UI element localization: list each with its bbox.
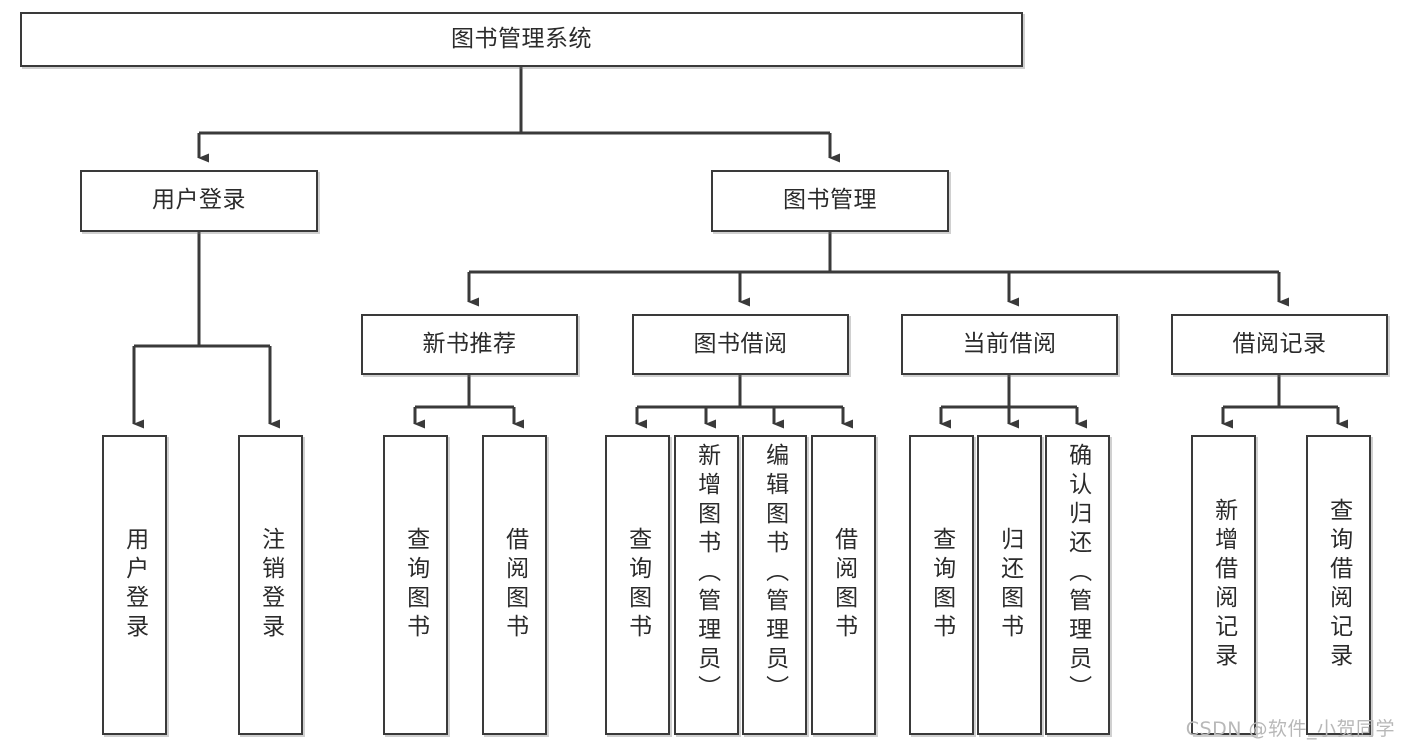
leaf-book-borrow-edit-book-admin[interactable]: 编辑图书（管理员） xyxy=(742,435,807,735)
leaf-borrow-record-add-record[interactable]: 新增借阅记录 xyxy=(1191,435,1256,735)
node-borrow-record[interactable]: 借阅记录 xyxy=(1171,314,1388,375)
node-label: 图书管理系统 xyxy=(451,25,592,52)
leaf-new-book-borrow-book[interactable]: 借阅图书 xyxy=(482,435,547,735)
leaf-user-login-logout[interactable]: 注销登录 xyxy=(238,435,303,735)
node-label: 新书推荐 xyxy=(422,330,517,357)
node-label: 查询图书 xyxy=(402,527,429,643)
node-label: 新增图书（管理员） xyxy=(693,443,720,704)
leaf-book-borrow-borrow-book[interactable]: 借阅图书 xyxy=(811,435,876,735)
node-label: 归还图书 xyxy=(996,527,1023,643)
leaf-current-borrow-confirm-return-admin[interactable]: 确认归还（管理员） xyxy=(1045,435,1110,735)
leaf-borrow-record-query-record[interactable]: 查询借阅记录 xyxy=(1306,435,1371,735)
leaf-book-borrow-add-book-admin[interactable]: 新增图书（管理员） xyxy=(674,435,739,735)
node-current-borrow[interactable]: 当前借阅 xyxy=(901,314,1118,375)
node-label: 新增借阅记录 xyxy=(1210,498,1237,672)
node-label: 注销登录 xyxy=(257,527,284,643)
leaf-current-borrow-return-book[interactable]: 归还图书 xyxy=(977,435,1042,735)
node-label: 借阅图书 xyxy=(501,527,528,643)
node-user-login[interactable]: 用户登录 xyxy=(80,170,318,232)
leaf-current-borrow-query-book[interactable]: 查询图书 xyxy=(909,435,974,735)
node-label: 确认归还（管理员） xyxy=(1064,443,1091,704)
node-label: 图书借阅 xyxy=(693,330,788,357)
node-label: 当前借阅 xyxy=(962,330,1057,357)
node-book-borrow[interactable]: 图书借阅 xyxy=(632,314,849,375)
leaf-book-borrow-query-book[interactable]: 查询图书 xyxy=(605,435,670,735)
node-label: 查询图书 xyxy=(928,527,955,643)
node-label: 图书管理 xyxy=(783,187,877,214)
node-label: 查询借阅记录 xyxy=(1325,498,1352,672)
leaf-user-login-do-login[interactable]: 用户登录 xyxy=(102,435,167,735)
leaf-new-book-query-book[interactable]: 查询图书 xyxy=(383,435,448,735)
node-label: 借阅图书 xyxy=(830,527,857,643)
node-label: 用户登录 xyxy=(152,187,246,214)
node-root-book-management-system[interactable]: 图书管理系统 xyxy=(20,12,1023,67)
node-label: 借阅记录 xyxy=(1232,330,1327,357)
node-new-book-recommend[interactable]: 新书推荐 xyxy=(361,314,578,375)
node-label: 用户登录 xyxy=(121,527,148,643)
watermark-text: CSDN @软件_小贺同学 xyxy=(1185,718,1395,740)
node-label: 编辑图书（管理员） xyxy=(761,443,788,704)
node-book-management[interactable]: 图书管理 xyxy=(711,170,949,232)
node-label: 查询图书 xyxy=(624,527,651,643)
